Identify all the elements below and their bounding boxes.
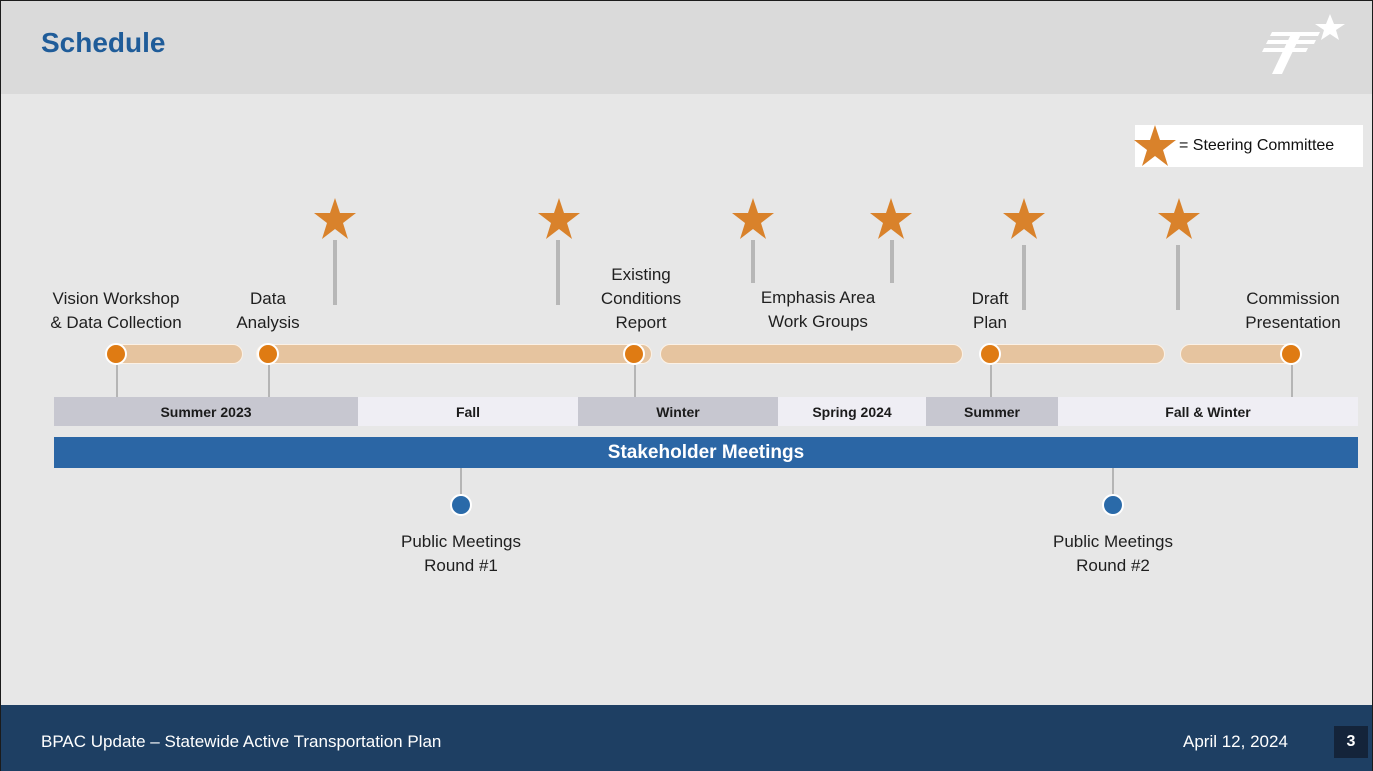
timeline-bar	[660, 344, 963, 364]
season-fall-winter: Fall & Winter	[1058, 397, 1358, 426]
legend-label: = Steering Committee	[1179, 137, 1335, 154]
season-fall: Fall	[358, 397, 578, 426]
star-connector	[1022, 245, 1026, 310]
star-connector	[556, 240, 560, 305]
season-summer-2023: Summer 2023	[54, 397, 358, 426]
page-number: 3	[1334, 726, 1368, 758]
season-winter: Winter	[578, 397, 778, 426]
season-summer: Summer	[926, 397, 1058, 426]
steering-star-icon	[1003, 198, 1045, 239]
public-meeting-connector	[1112, 468, 1114, 494]
public-meeting-dot	[1102, 494, 1124, 516]
milestone-dot	[257, 343, 279, 365]
public-meeting-dot	[450, 494, 472, 516]
legend-star-icon	[1134, 125, 1176, 166]
milestone-dot	[623, 343, 645, 365]
milestone-label-vision: Vision Workshop& Data Collection	[50, 289, 182, 332]
milestone-connector	[1291, 365, 1293, 397]
timeline-bar	[256, 344, 652, 364]
steering-star-icon	[314, 198, 356, 239]
steering-star-icon	[538, 198, 580, 239]
star-connector	[890, 240, 894, 283]
milestone-connector	[990, 365, 992, 397]
legend	[1135, 125, 1363, 167]
season-spring-2024: Spring 2024	[778, 397, 926, 426]
public-meeting-connector	[460, 468, 462, 494]
milestone-connector	[634, 365, 636, 397]
milestone-dot	[979, 343, 1001, 365]
milestone-dot	[1280, 343, 1302, 365]
milestone-connector	[116, 365, 118, 397]
steering-star-icon	[870, 198, 912, 239]
stakeholder-meetings-bar: Stakeholder Meetings	[54, 437, 1358, 468]
cdot-star-logo-icon	[1262, 14, 1345, 74]
page-title: Schedule	[41, 27, 166, 58]
steering-star-icon	[1158, 198, 1200, 239]
milestone-dot	[105, 343, 127, 365]
star-connector	[333, 240, 337, 305]
star-connector	[751, 240, 755, 283]
footer-date: April 12, 2024	[1183, 732, 1288, 751]
footer	[1, 705, 1372, 771]
milestone-connector	[268, 365, 270, 397]
footer-title: BPAC Update – Statewide Active Transport…	[41, 732, 442, 751]
timeline-bar	[980, 344, 1165, 364]
star-connector	[1176, 245, 1180, 310]
steering-star-icon	[732, 198, 774, 239]
header	[1, 1, 1372, 94]
